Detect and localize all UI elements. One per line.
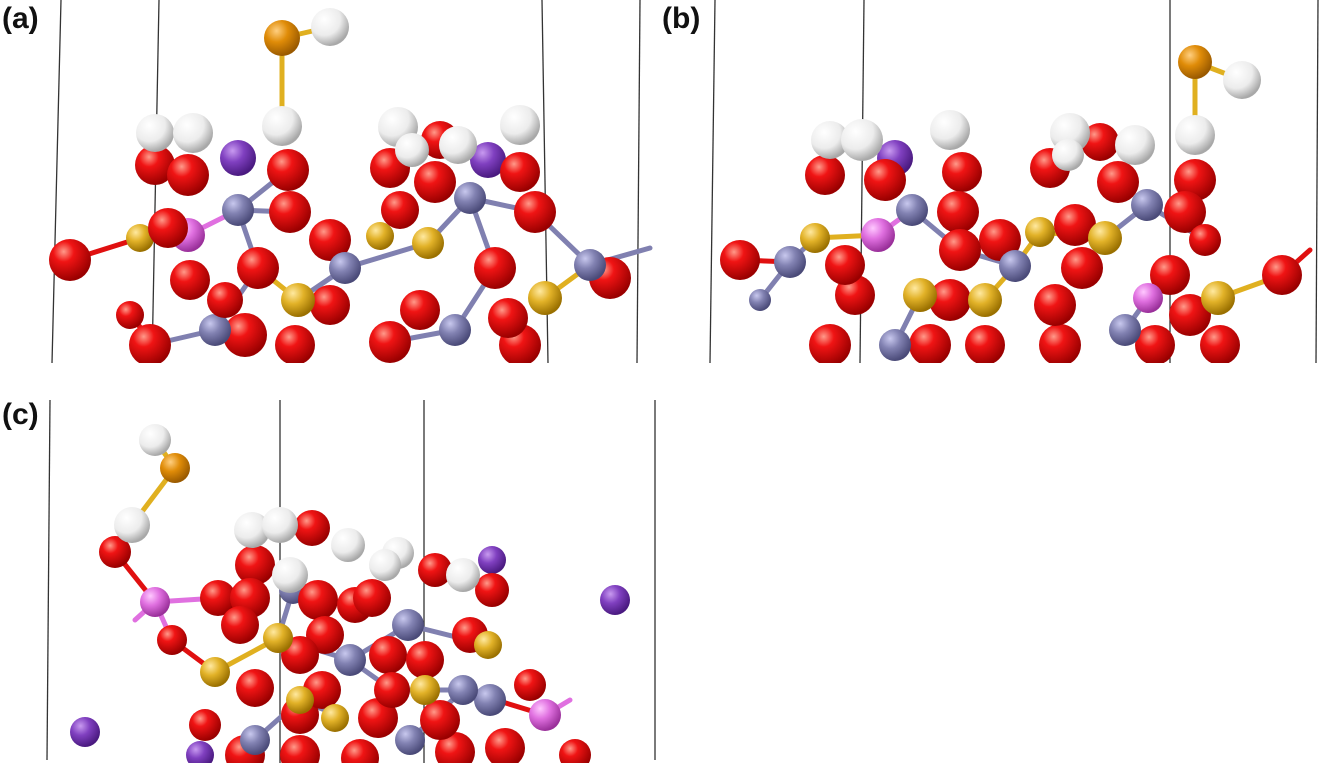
panel-label-a: (a) bbox=[2, 2, 39, 35]
panel-label-b: (b) bbox=[662, 2, 701, 35]
panel-b bbox=[709, 0, 1319, 363]
atoms-c bbox=[70, 424, 630, 763]
cell-lines-b bbox=[709, 0, 1319, 363]
atoms-a bbox=[49, 8, 631, 363]
atoms-b bbox=[720, 45, 1302, 363]
panel-a bbox=[49, 0, 653, 363]
panel-label-c: (c) bbox=[2, 398, 39, 431]
panel-c bbox=[46, 399, 656, 763]
